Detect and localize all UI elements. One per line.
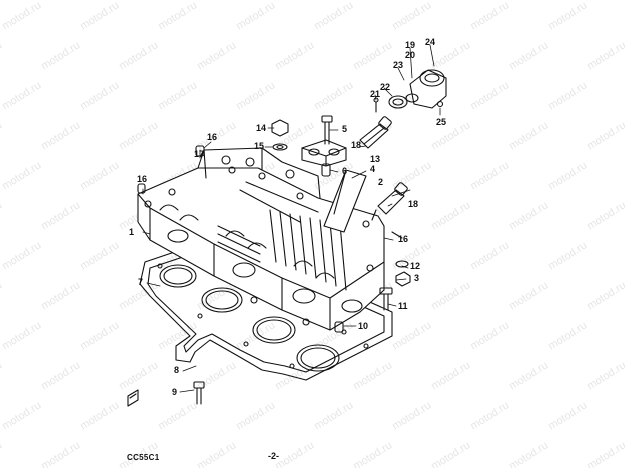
callout-3: 3	[414, 273, 420, 283]
callout-21: 21	[370, 89, 381, 99]
callout-15: 15	[254, 141, 265, 151]
bolt-9	[193, 381, 205, 405]
callout-22: 22	[380, 82, 391, 92]
breather-cover-assembly	[373, 69, 447, 113]
callout-17: 17	[194, 149, 205, 159]
callout-18-lower: 18	[408, 199, 419, 209]
stud-bolt	[321, 115, 333, 145]
callout-6: 6	[342, 166, 348, 176]
callout-18-upper: 18	[351, 140, 362, 150]
callout-16-far-left: 16	[137, 174, 148, 184]
callout-23: 23	[393, 60, 404, 70]
callout-9: 9	[172, 387, 178, 397]
callout-16-left: 16	[207, 132, 218, 142]
page-number: -2-	[268, 451, 279, 461]
callout-25: 25	[436, 117, 447, 127]
leader-lines	[142, 44, 441, 393]
figure-code: CC55C1	[127, 453, 160, 462]
callout-8: 8	[174, 365, 180, 375]
callout-1: 1	[129, 227, 135, 237]
callout-2: 2	[378, 177, 384, 187]
spark-plug-upper	[359, 116, 392, 149]
head-gasket	[139, 235, 393, 381]
cam-holder	[301, 139, 347, 177]
callout-4: 4	[370, 164, 376, 174]
callout-11: 11	[398, 301, 408, 311]
callout-7: 7	[138, 277, 144, 287]
callout-14: 14	[256, 123, 267, 133]
callout-16-right: 16	[398, 234, 409, 244]
cap-nut-and-washer	[271, 119, 289, 151]
callout-5: 5	[342, 124, 348, 134]
small-gasket	[127, 389, 139, 407]
spark-plug-lower	[371, 182, 408, 221]
callout-12: 12	[410, 261, 421, 271]
callout-24: 24	[425, 37, 436, 47]
callout-19: 19	[405, 40, 416, 50]
callout-20: 20	[405, 50, 416, 60]
side-bolts	[379, 231, 411, 311]
cylinder-head-body	[137, 147, 385, 331]
callout-13: 13	[370, 154, 381, 164]
callout-10: 10	[358, 321, 369, 331]
